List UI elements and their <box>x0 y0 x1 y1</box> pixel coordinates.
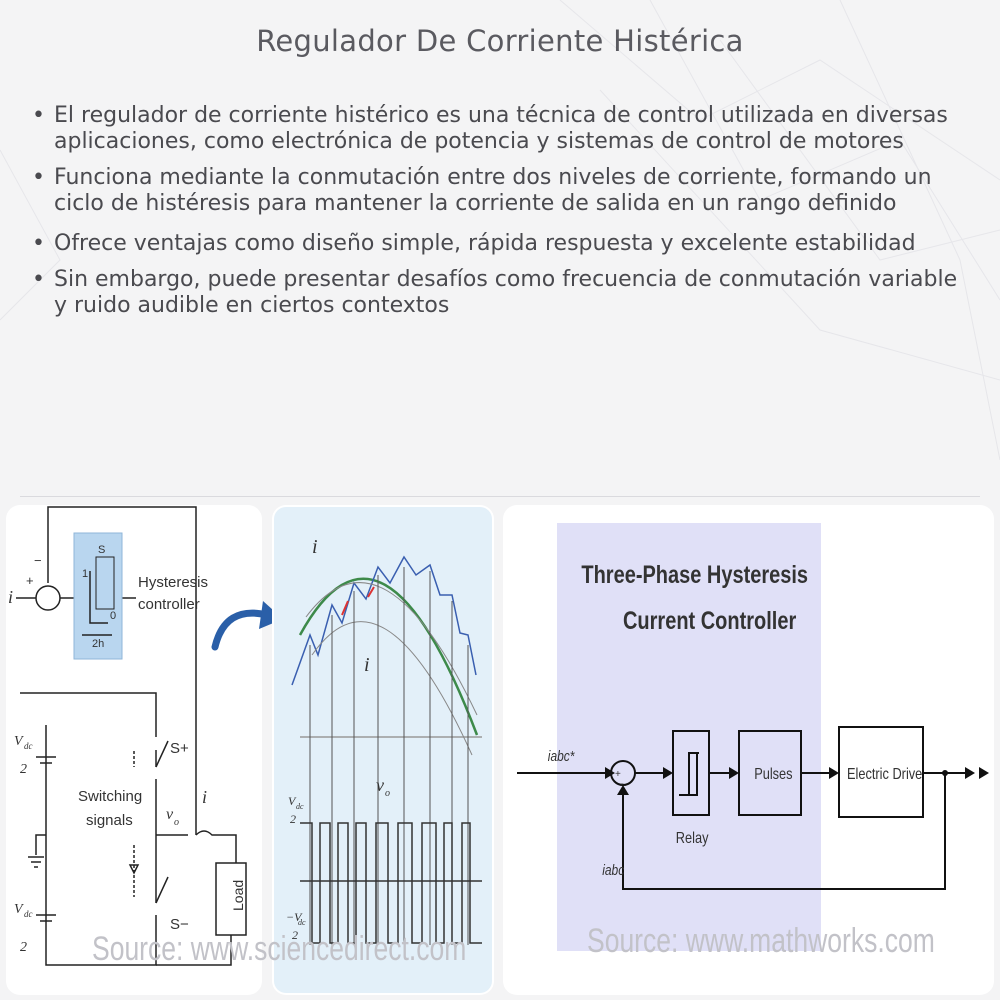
bullet-marker: • <box>32 231 45 256</box>
s-label: S <box>98 544 105 556</box>
hysteresis-label-line1: Hysteresis <box>138 574 208 591</box>
divider <box>20 496 980 497</box>
pulses-label: Pulses <box>754 766 792 784</box>
minus-sign: − <box>34 553 42 568</box>
neg-vdc-sub-label: dc <box>298 918 306 927</box>
i-star-label: i <box>8 587 13 607</box>
bullet-item: • Funciona mediante la conmutación entre… <box>32 165 962 217</box>
neg-vdc-label: −V <box>286 910 303 924</box>
source-credit-mathworks: Source: www.mathworks.com <box>587 922 935 960</box>
two-bottom-label: 2 <box>20 940 27 955</box>
controller-title-line2: Current Controller <box>623 607 796 635</box>
vo-label: v <box>166 806 174 823</box>
bullet-marker: • <box>32 165 45 190</box>
vo-sub-label: o <box>174 817 179 828</box>
one-label: 1 <box>82 568 88 580</box>
bullet-item: • El regulador de corriente histérico es… <box>32 103 962 155</box>
zero-label: 0 <box>110 610 116 622</box>
vdc-top-label: V <box>14 734 24 749</box>
vdc-bottom-sub: dc <box>24 909 33 919</box>
two-top-label: 2 <box>20 762 27 777</box>
block-diagram: Three-Phase Hysteresis Current Controlle… <box>517 523 989 951</box>
source-credit-sciencedirect: Source: www.sciencedirect.com <box>92 930 467 968</box>
plus-sign: + <box>26 573 34 588</box>
bullet-marker: • <box>32 267 45 292</box>
controller-title-line1: Three-Phase Hysteresis <box>581 561 808 589</box>
bullet-marker: • <box>32 103 45 128</box>
neg-two-label: 2 <box>292 928 298 942</box>
bullet-text: El regulador de corriente histérico es u… <box>54 103 948 154</box>
vdc-label: V <box>288 794 297 808</box>
background-network-lines <box>0 0 1000 461</box>
iabc-label: iabc <box>602 862 624 879</box>
current-i-label: i <box>364 654 370 676</box>
i-star-label: i <box>312 536 318 558</box>
electric-drive-label: Electric Drive <box>847 766 922 784</box>
two-label: 2 <box>290 812 296 826</box>
bullet-text: Sin embargo, puede presentar desafíos co… <box>54 267 958 318</box>
relay-label: Relay <box>676 830 709 848</box>
vdc-bottom-label: V <box>14 902 24 917</box>
waveform-diagram: i i v o V dc 2 −V dc 2 <box>274 507 492 993</box>
s-minus-label: S− <box>170 916 189 933</box>
h-label: 2h <box>92 638 104 650</box>
load-label: Load <box>230 880 246 911</box>
bullet-list: • El regulador de corriente histérico es… <box>32 103 962 329</box>
bullet-item: • Sin embargo, puede presentar desafíos … <box>32 267 962 319</box>
switching-label-line1: Switching <box>78 788 142 805</box>
hysteresis-label-line2: controller <box>138 596 200 613</box>
bullet-item: • Ofrece ventajas como diseño simple, rá… <box>32 231 962 257</box>
switching-label-line2: signals <box>86 812 133 829</box>
vdc-top-sub: dc <box>24 741 33 751</box>
vdc-sub-label: dc <box>296 802 304 811</box>
curved-arrow-icon <box>211 601 283 651</box>
bullet-text: Ofrece ventajas como diseño simple, rápi… <box>54 231 916 256</box>
s-plus-label: S+ <box>170 740 189 757</box>
vo-label: v <box>376 775 384 795</box>
circuit-diagram: S 1 0 2h Hysteresis controller i + − V d… <box>8 506 247 966</box>
iabc-ref-label: iabc* <box>548 748 575 765</box>
page-title: Regulador De Corriente Histérica <box>256 24 744 58</box>
bullet-text: Funciona mediante la conmutación entre d… <box>54 165 932 216</box>
current-i-label: i <box>202 787 207 807</box>
circuit-diagram-panel: S 1 0 2h Hysteresis controller i + − V d… <box>6 505 262 995</box>
vo-sub-label: o <box>385 788 390 799</box>
waveform-panel: i i v o V dc 2 −V dc 2 <box>272 505 494 995</box>
minus-sign: - <box>620 776 624 790</box>
block-diagram-panel: Three-Phase Hysteresis Current Controlle… <box>503 505 994 995</box>
plus-sign: + <box>615 769 621 780</box>
